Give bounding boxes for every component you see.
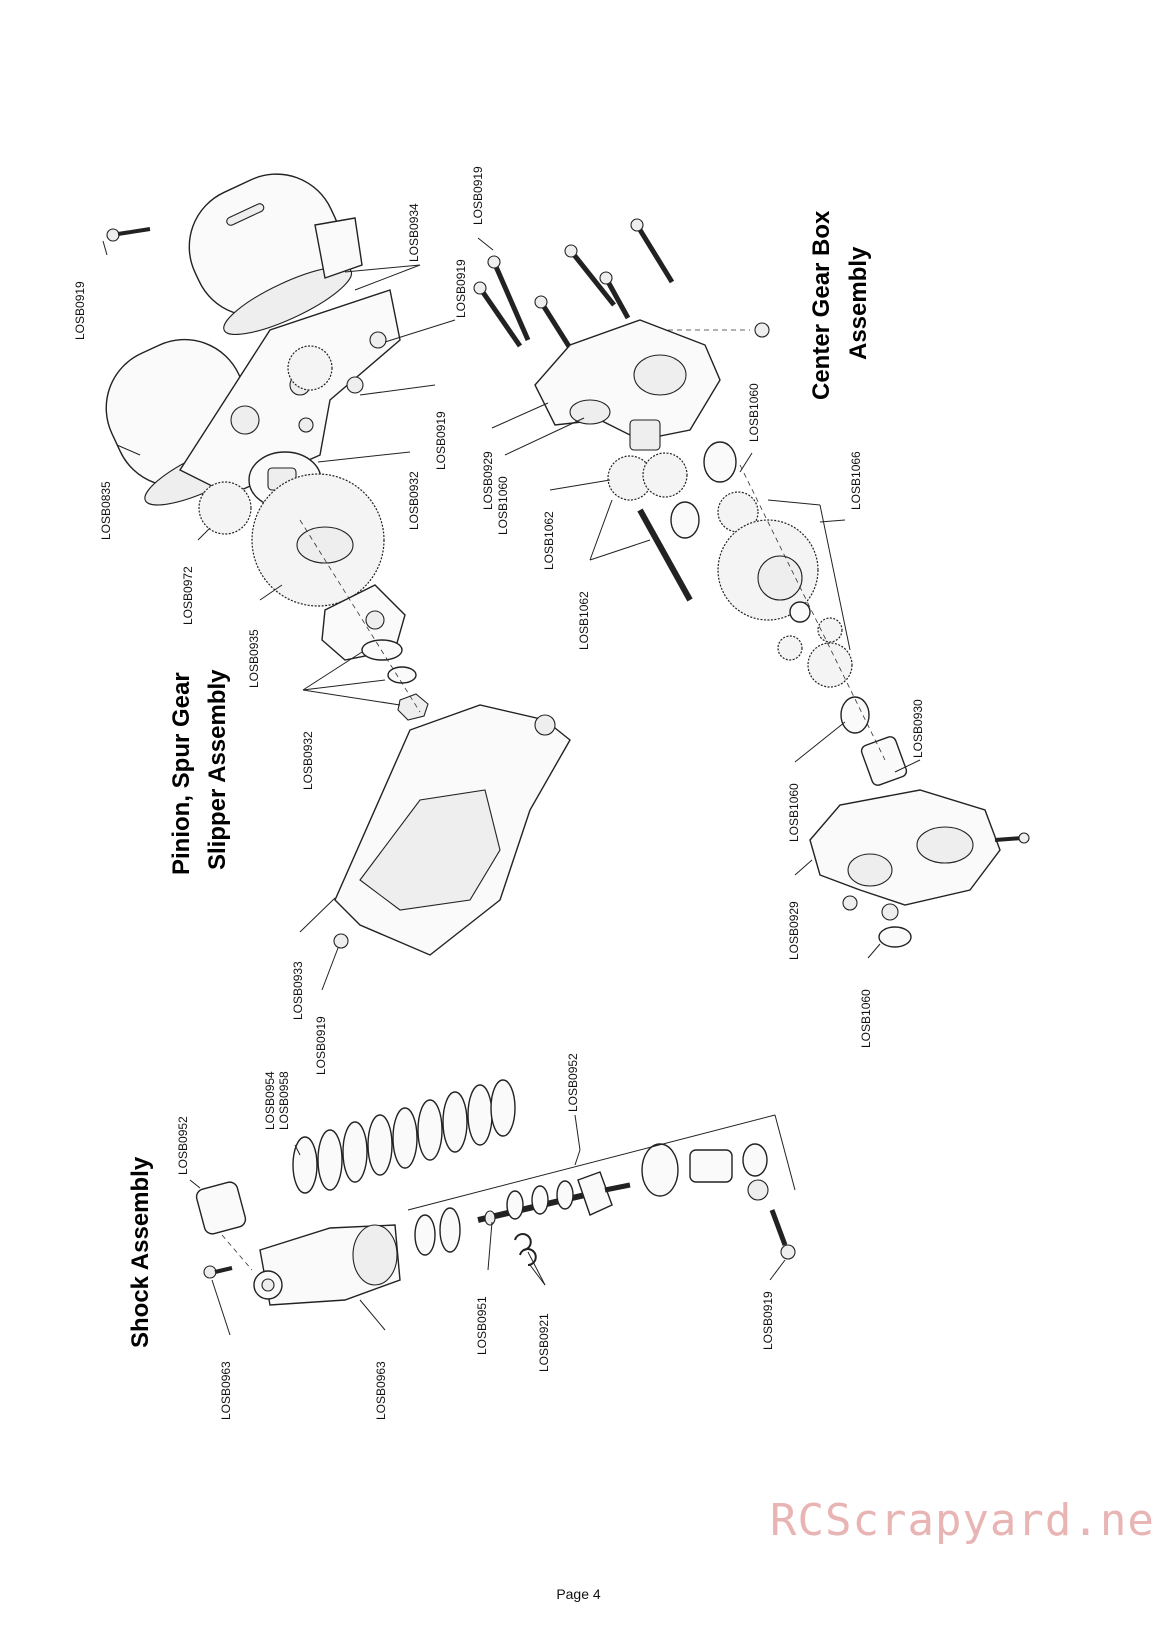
washer-1 [361, 639, 403, 661]
outdrive-cup [860, 736, 908, 786]
bearing-2 [670, 501, 700, 539]
shock-title: Shock Assembly [127, 1156, 154, 1348]
screw-head-1 [369, 331, 387, 349]
shock-top-cap [641, 1143, 679, 1197]
label-s4: LOSB0952 [176, 1116, 190, 1175]
shock-spring [292, 1079, 516, 1194]
label-s9: LOSB0919 [761, 1291, 775, 1350]
pinion-gear-lower [198, 481, 252, 535]
screw-head-3 [298, 417, 314, 433]
label-c5: LOSB1062 [577, 591, 591, 650]
page-number: Page 4 [556, 1586, 601, 1602]
label-p9: LOSB0932 [301, 731, 315, 790]
label-c7: LOSB1066 [849, 451, 863, 510]
label-c3: LOSB1060 [496, 476, 510, 535]
center-gearbox-labels: LOSB0919 LOSB0929 LOSB1060 LOSB1062 LOSB… [471, 166, 925, 1048]
shock-cap [195, 1181, 247, 1235]
label-p7: LOSB0972 [181, 566, 195, 625]
label-c2: LOSB0929 [481, 451, 495, 510]
pinion-gear-small [287, 345, 333, 391]
ball-stud [747, 1179, 769, 1201]
bevel-pinion [717, 491, 759, 533]
label-s2: LOSB0958 [277, 1071, 291, 1130]
label-c9: LOSB0930 [911, 699, 925, 758]
label-p10: LOSB0933 [291, 961, 305, 1020]
lock-nut [397, 693, 429, 721]
screw-top-left [106, 227, 151, 242]
shock-group [195, 1079, 796, 1306]
e-clip-2 [519, 1248, 537, 1266]
pinion-spur-slipper-group [105, 173, 571, 956]
bearing-3 [840, 696, 870, 734]
center-gearbox-group [473, 218, 1030, 948]
label-p2: LOSB0934 [407, 203, 421, 262]
label-c6: LOSB1060 [747, 383, 761, 442]
label-p1: LOSB0919 [73, 281, 87, 340]
shock-labels: LOSB0954 LOSB0958 LOSB0952 LOSB0952 LOSB… [176, 1053, 786, 1420]
label-p3: LOSB0919 [454, 259, 468, 318]
label-s3: LOSB0952 [566, 1053, 580, 1112]
cover-screw [333, 933, 349, 949]
bearing-1 [703, 441, 737, 483]
label-c10: LOSB0929 [787, 901, 801, 960]
screw-head-2 [346, 376, 364, 394]
pinion-title-line1: Pinion, Spur Gear [168, 672, 195, 875]
seal-1 [414, 1214, 436, 1256]
label-p11: LOSB0919 [314, 1016, 328, 1075]
bearing-4 [878, 926, 912, 948]
watermark-text: RCScrapyard.net [770, 1495, 1157, 1546]
label-s5: LOSB0963 [219, 1361, 233, 1420]
pinion-labels: LOSB0919 LOSB0934 LOSB0919 LOSB0835 LOSB… [73, 203, 468, 1075]
label-c11: LOSB1060 [859, 989, 873, 1048]
side-screw [754, 322, 770, 338]
idler-gear-b [642, 452, 688, 498]
label-c4: LOSB1062 [542, 511, 556, 570]
pinion-title-line2: Slipper Assembly [204, 669, 231, 870]
center-title-line1: Center Gear Box [808, 210, 835, 400]
motor-mount-plate [178, 289, 401, 496]
label-c1: LOSB0919 [471, 166, 485, 225]
label-p4: LOSB0835 [99, 481, 113, 540]
label-s6: LOSB0963 [374, 1361, 388, 1420]
label-p6: LOSB0932 [407, 471, 421, 530]
label-p8: LOSB0935 [247, 629, 261, 688]
label-s7: LOSB0951 [475, 1296, 489, 1355]
label-s8: LOSB0921 [537, 1313, 551, 1372]
washer-2 [387, 666, 417, 684]
seal-2 [439, 1207, 461, 1253]
shock-piston [577, 1171, 613, 1216]
label-p5: LOSB0919 [434, 411, 448, 470]
rod-end [689, 1149, 733, 1183]
shaft-cup [629, 419, 661, 451]
center-title-line2: Assembly [845, 246, 872, 360]
eyelet-screw [203, 1265, 217, 1279]
long-screws [473, 218, 675, 350]
e-clip-1 [514, 1233, 532, 1251]
motor-can-top [188, 173, 353, 335]
bracket-piece [314, 217, 363, 279]
label-s1: LOSB0954 [263, 1071, 277, 1130]
label-c8: LOSB1060 [787, 783, 801, 842]
